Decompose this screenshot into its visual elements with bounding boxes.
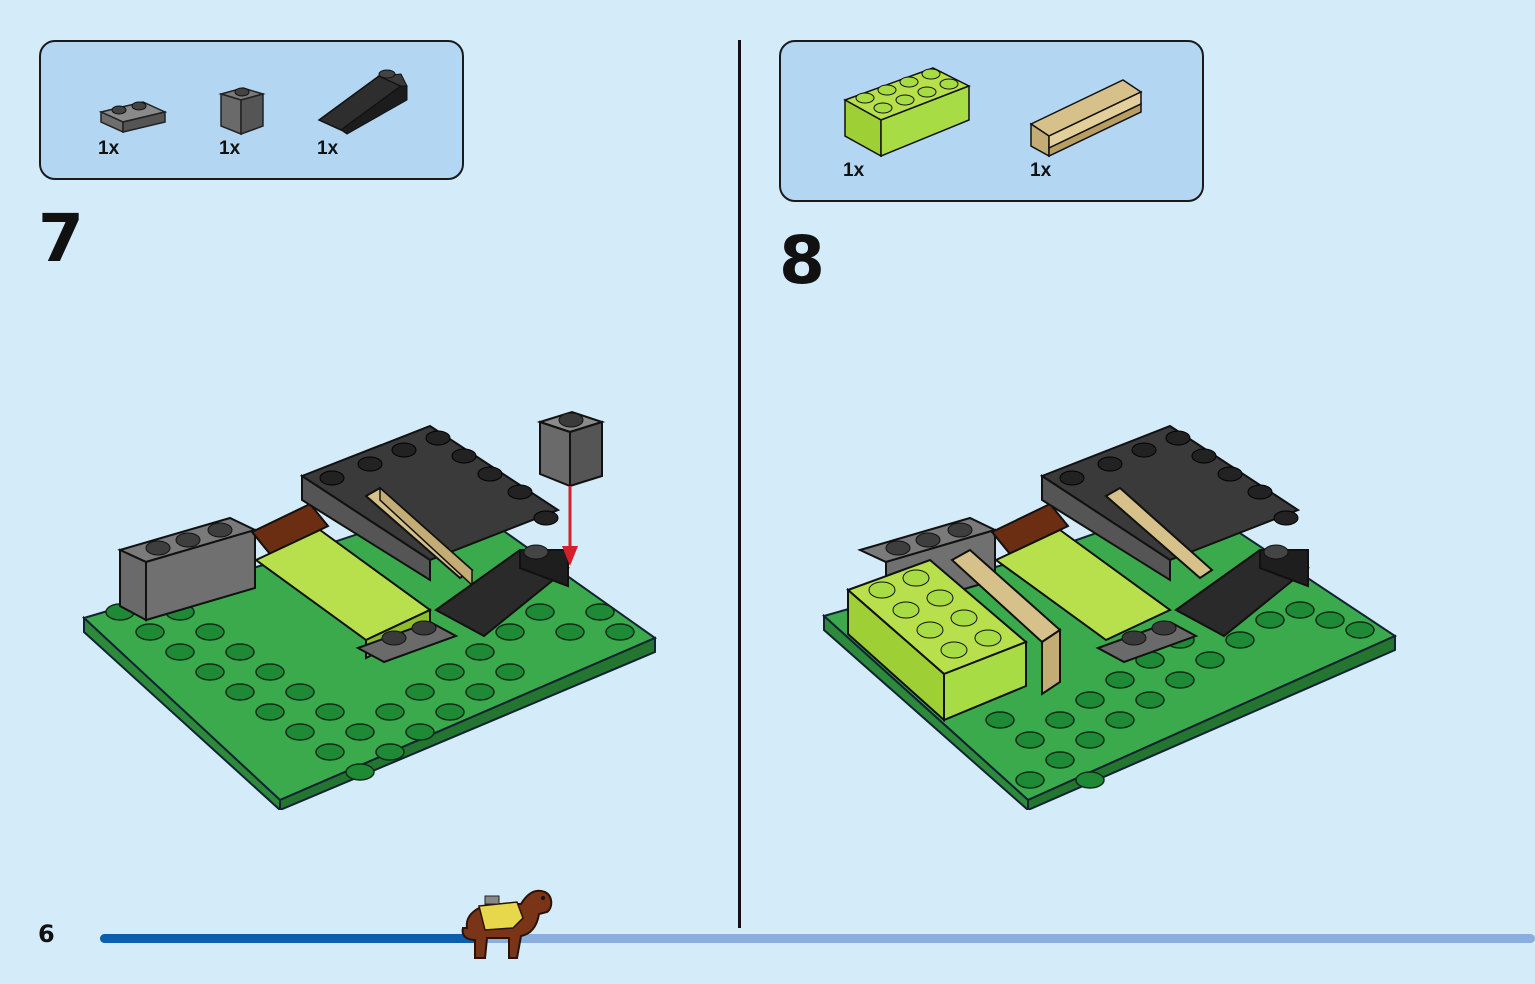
brick-2x4-icon xyxy=(843,67,971,158)
panel-1x4-icon xyxy=(1029,79,1143,158)
plate-1x2-icon xyxy=(98,101,168,134)
progress-fill xyxy=(100,934,488,943)
step8-model-illustration xyxy=(821,424,1398,810)
page-number: 6 xyxy=(38,920,55,948)
part-qty: 1x xyxy=(219,138,241,159)
step-divider xyxy=(738,40,741,928)
step7-model-illustration xyxy=(82,410,658,810)
part-qty: 1x xyxy=(843,160,865,181)
brick-1x1-icon xyxy=(218,87,266,136)
slope-1x3-icon xyxy=(317,69,408,135)
step8-parts-box: 1x 1x xyxy=(779,40,1204,202)
part-qty: 1x xyxy=(98,138,120,159)
step7-parts-box: 1x 1x 1x xyxy=(39,40,464,180)
dog-mascot-icon xyxy=(461,889,553,959)
part-qty: 1x xyxy=(317,138,339,159)
step-number: 8 xyxy=(779,222,825,299)
part-qty: 1x xyxy=(1030,160,1052,181)
step-number: 7 xyxy=(38,200,84,277)
progress-bar xyxy=(100,934,1535,943)
